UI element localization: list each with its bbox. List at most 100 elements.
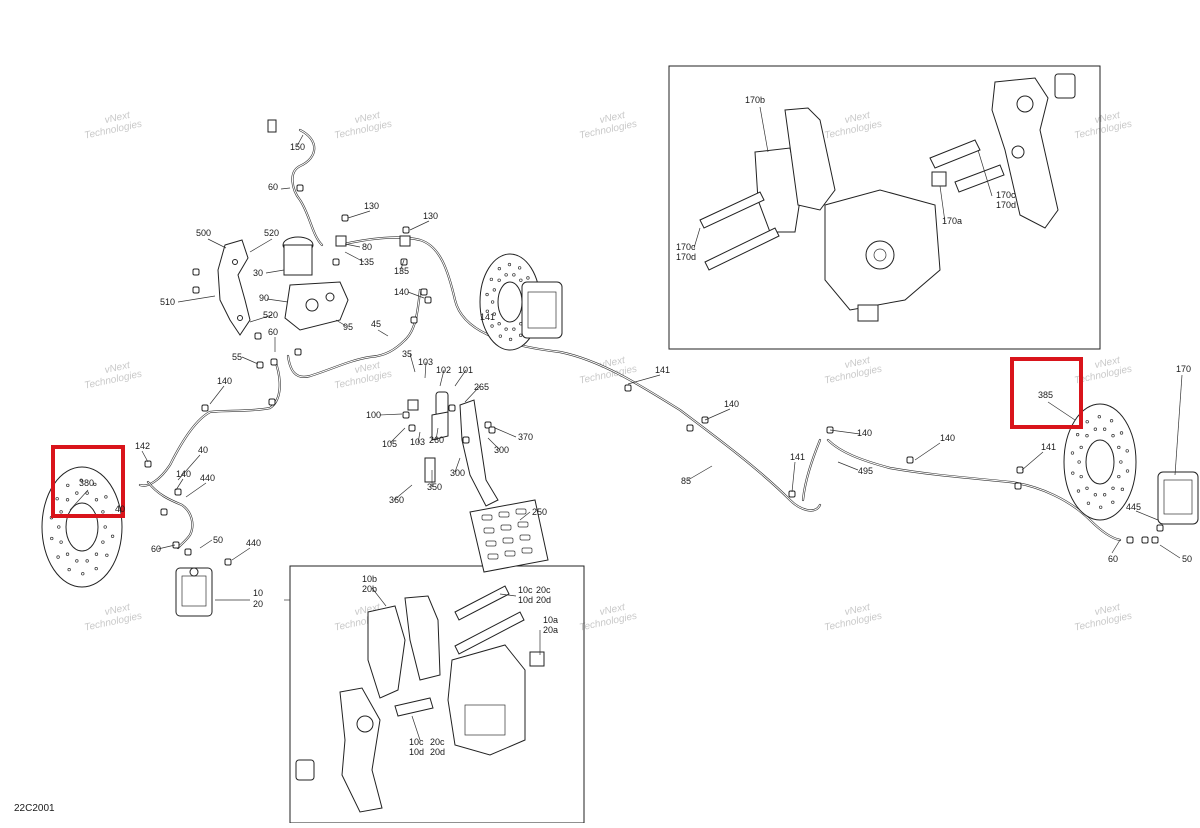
pedal-grip (521, 547, 533, 554)
leader-line (157, 544, 176, 550)
bleeder-170a (931, 171, 947, 187)
leader-line (487, 437, 501, 451)
label-80: 80 (362, 242, 372, 252)
leader-line (704, 408, 731, 421)
watermark-text: vNext (354, 110, 382, 126)
disc-hole (85, 559, 89, 563)
leader-line (199, 539, 213, 549)
label-170c: 170c (676, 242, 696, 252)
leader-line (687, 465, 713, 481)
fastener-clip (906, 456, 914, 464)
label-265: 265 (474, 382, 489, 392)
label-520: 520 (264, 228, 279, 238)
disc-hole (498, 334, 503, 338)
label-101: 101 (458, 365, 473, 375)
fastener-clip (400, 258, 408, 266)
fastener-clip (1016, 466, 1024, 474)
leader-line (389, 427, 406, 444)
leader-line (249, 238, 273, 253)
label-140: 140 (724, 399, 739, 409)
label-50: 50 (1182, 554, 1192, 564)
disc-hole (103, 525, 107, 529)
label-10d: 10d (518, 595, 533, 605)
fastener-clip (332, 258, 340, 266)
slide-pin-1 (929, 139, 981, 169)
disc-hole (1117, 474, 1121, 479)
highlight-box-385 (1010, 357, 1083, 429)
disc-hole (65, 498, 70, 502)
label-140: 140 (857, 428, 872, 438)
fastener-clip (484, 421, 492, 429)
label-20b: 20b (362, 584, 377, 594)
disc-hole (1102, 493, 1107, 497)
disc-hole (1070, 451, 1075, 455)
fastener-clip (192, 286, 200, 294)
disc-hole (67, 567, 71, 572)
leader-line (454, 369, 467, 387)
disc-hole (504, 327, 508, 331)
disc-hole (1125, 449, 1129, 453)
disc-hole (85, 491, 89, 495)
disc-hole (93, 482, 97, 487)
fastener-clip (1156, 524, 1164, 532)
leader-line (939, 185, 946, 223)
disc-hole (519, 333, 523, 337)
disc-hole (517, 266, 522, 270)
pedal-grip (483, 527, 495, 534)
label-10c: 10c (518, 585, 533, 595)
label-10d: 10d (409, 747, 424, 757)
disc-hole (485, 309, 489, 313)
disc-hole (94, 498, 99, 502)
disc-hole (1119, 460, 1123, 464)
label-90: 90 (259, 293, 269, 303)
leader-line (1159, 544, 1181, 559)
fastener-clip (268, 398, 276, 406)
label-300: 300 (494, 445, 509, 455)
mount-bracket-500 (217, 239, 251, 336)
rear-right-brake-disc (1063, 403, 1137, 521)
disc-hole (65, 552, 70, 556)
leader-line (627, 374, 661, 385)
brake-pad-10b (367, 605, 406, 699)
disc-hole (1109, 419, 1114, 423)
fastener-clip (296, 184, 304, 192)
brake-line-front-left (146, 480, 194, 550)
disc-hole (56, 555, 60, 559)
label-130: 130 (423, 211, 438, 221)
watermark-text: vNext (1094, 602, 1122, 618)
disc-hole (1120, 487, 1125, 491)
front-left-caliper (175, 567, 213, 617)
leader-line (407, 291, 425, 299)
label-60: 60 (151, 544, 161, 554)
fastener-clip (448, 404, 456, 412)
disc-hole (1075, 433, 1080, 437)
leader-line (399, 259, 405, 273)
fastener-clip (1151, 536, 1159, 544)
disc-hole (1111, 500, 1115, 504)
label-140: 140 (940, 433, 955, 443)
pedal-grip (481, 514, 493, 521)
leader-line (335, 319, 347, 327)
pedal-grip (502, 537, 514, 544)
label-40: 40 (198, 445, 208, 455)
disc-hole (512, 327, 516, 331)
leader-line (417, 431, 421, 444)
leader-line (1174, 374, 1183, 476)
fastener-clip (201, 404, 209, 412)
disc-hole (79, 478, 83, 482)
fastener-clip (686, 424, 694, 432)
label-60: 60 (268, 327, 278, 337)
label-130: 130 (364, 201, 379, 211)
highlight-box-380 (51, 445, 125, 518)
leader-line (141, 450, 149, 463)
disc-hole (1076, 489, 1081, 493)
disc-hole (1079, 474, 1083, 479)
caliper-pin-upper (699, 191, 765, 229)
leader-line (371, 587, 387, 607)
label-20c: 20c (430, 737, 445, 747)
fastener-clip (294, 348, 302, 356)
leader-line (759, 106, 769, 153)
leader-line (1135, 510, 1159, 521)
leader-line (185, 482, 207, 498)
label-141: 141 (1041, 442, 1056, 452)
